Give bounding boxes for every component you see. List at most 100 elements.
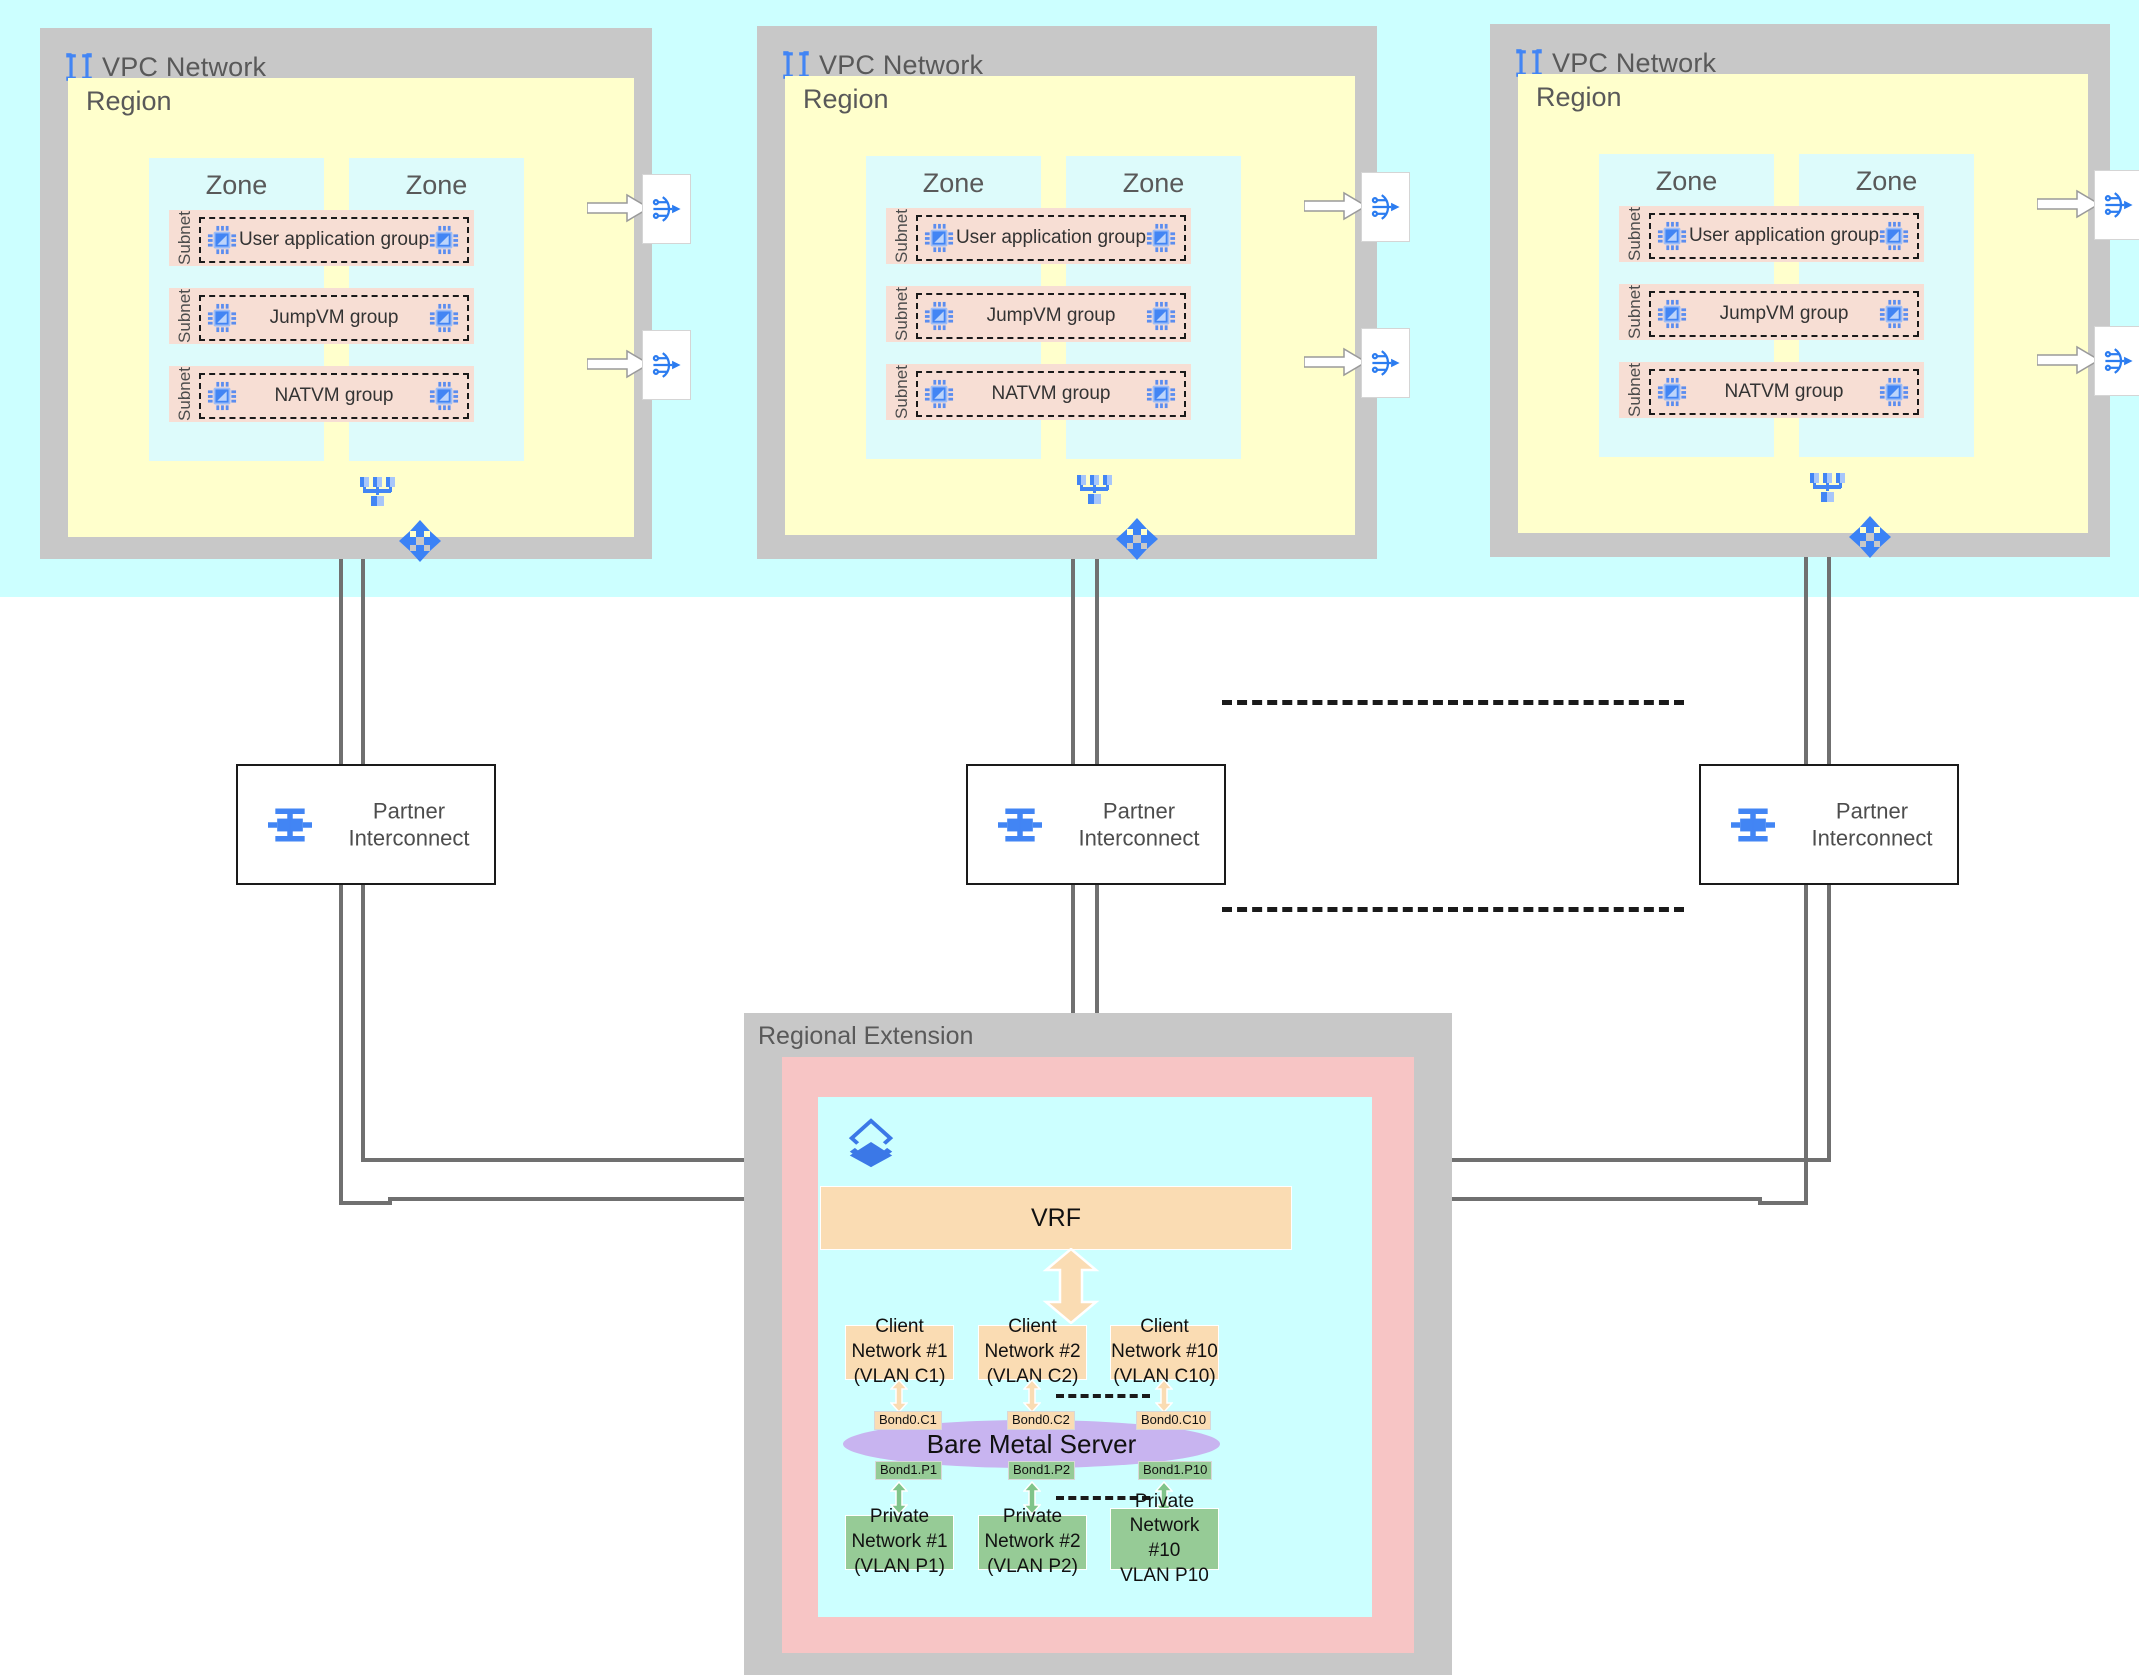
subnet-label: Subnet (1625, 285, 1645, 339)
cloud-gateway-card[interactable] (2094, 170, 2139, 240)
private-network-1[interactable]: Private Network #1 (VLAN P1) (845, 1506, 954, 1577)
vm-group-label: NATVM group (1724, 381, 1844, 402)
client-network-title: Client Network #10 (1111, 1316, 1218, 1363)
vm-chip-icon (1146, 379, 1176, 409)
subnet-jumpvm[interactable]: Subnet JumpVM group (169, 288, 474, 344)
subnet-to-gateway-arrow (587, 193, 651, 223)
bond-label-bond1-p1: Bond1.P1 (875, 1461, 943, 1480)
private-network-title: Private Network #2 (984, 1506, 1081, 1553)
partner-interconnect-3[interactable]: Partner Interconnect (1699, 764, 1959, 885)
private-ellipsis-dashes (1056, 1496, 1150, 1500)
cloud-router-gateway-icon (2104, 192, 2133, 218)
cloud-gateway-card[interactable] (2094, 326, 2139, 396)
vm-chip-icon (1657, 299, 1687, 329)
vm-chip-icon (1146, 301, 1176, 331)
vpc-network-3[interactable]: VPC Network Region Zone Zone Subnet User… (1490, 24, 2139, 558)
vm-chip-icon (207, 225, 237, 255)
vm-chip-icon (924, 301, 954, 331)
pi-line-2: Interconnect (348, 825, 470, 851)
router-four-arrow-icon[interactable] (1848, 515, 1892, 559)
client-network-10[interactable]: Client Network #10 (VLAN C10) (1110, 1316, 1219, 1387)
private-bond-arrow-2 (1023, 1481, 1041, 1515)
vm-group-box: User application group (199, 217, 469, 263)
vm-group-box: NATVM group (199, 373, 469, 419)
subnet-user-application[interactable]: Subnet User application group (169, 210, 474, 266)
cloud-router-gateway-icon (652, 196, 681, 222)
vpc-title: VPC Network (819, 50, 984, 80)
region-box: Region Zone Zone Subnet User application… (68, 78, 634, 562)
regional-extension-box[interactable]: Regional Extension VRF Client Netw (744, 1013, 1452, 1675)
cloud-gateway-card[interactable] (1361, 328, 1410, 398)
cloud-router-gateway-icon (652, 352, 681, 378)
partner-interconnect-icon (998, 808, 1042, 841)
ellipsis-dashes-upper (1222, 700, 1684, 705)
partner-interconnect-icon (268, 808, 312, 841)
client-network-1[interactable]: Client Network #1 (VLAN C1) (845, 1316, 954, 1387)
subnet-jumpvm[interactable]: Subnet JumpVM group (886, 286, 1191, 342)
vm-group-label: JumpVM group (1719, 303, 1849, 324)
subnet-natvm[interactable]: Subnet NATVM group (169, 366, 474, 422)
subnet-natvm[interactable]: Subnet NATVM group (1619, 362, 1924, 418)
vm-chip-icon (924, 223, 954, 253)
subnet-label: Subnet (175, 367, 195, 421)
vpc-network-2[interactable]: VPC Network Region Zone Zone Subnet User… (757, 26, 1410, 561)
bond-label-bond1-p2: Bond1.P2 (1008, 1461, 1076, 1480)
private-network-2[interactable]: Private Network #2 (VLAN P2) (978, 1506, 1087, 1577)
vm-chip-icon (924, 379, 954, 409)
subnet-natvm[interactable]: Subnet NATVM group (886, 364, 1191, 420)
subnet-user-application[interactable]: Subnet User application group (886, 208, 1191, 264)
vm-chip-icon (429, 225, 459, 255)
pi-line-2: Interconnect (1078, 825, 1200, 851)
vm-chip-icon (207, 381, 237, 411)
vm-group-box: User application group (916, 215, 1186, 261)
subnet-jumpvm[interactable]: Subnet JumpVM group (1619, 284, 1924, 340)
zone-title: Zone (1855, 166, 1918, 196)
client-ellipsis-dashes (1056, 1394, 1150, 1398)
client-network-vlan: (VLAN C10) (1113, 1365, 1216, 1387)
router-four-arrow-icon[interactable] (398, 519, 442, 563)
client-network-title: Client Network #1 (851, 1316, 948, 1363)
private-network-vlan: (VLAN P1) (854, 1555, 945, 1577)
vm-group-box: NATVM group (916, 371, 1186, 417)
cloud-gateway-card[interactable] (642, 174, 691, 244)
router-four-arrow-icon[interactable] (1115, 517, 1159, 561)
bond-label-bond0-c1: Bond0.C1 (874, 1411, 942, 1430)
region-box: Region Zone Zone Subnet User application… (1518, 74, 2088, 558)
pi-line-2: Interconnect (1811, 825, 1933, 851)
cloud-gateway-card[interactable] (642, 330, 691, 400)
partner-interconnect-2[interactable]: Partner Interconnect (966, 764, 1226, 885)
partner-interconnect-1[interactable]: Partner Interconnect (236, 764, 496, 885)
vm-chip-icon (429, 381, 459, 411)
vm-group-label: NATVM group (991, 383, 1111, 404)
vrf-box[interactable]: VRF (820, 1186, 1292, 1250)
partner-interconnect-label: Partner Interconnect (1064, 797, 1214, 852)
subnet-label: Subnet (175, 289, 195, 343)
client-network-2[interactable]: Client Network #2 (VLAN C2) (978, 1316, 1087, 1387)
region-title: Region (1536, 82, 1622, 112)
client-bond-arrow-2 (1023, 1379, 1041, 1413)
client-network-vlan: (VLAN C1) (853, 1365, 946, 1387)
vm-group-box: NATVM group (1649, 369, 1919, 415)
vm-group-box: JumpVM group (1649, 291, 1919, 337)
subnet-user-application[interactable]: Subnet User application group (1619, 206, 1924, 262)
zone-title: Zone (922, 168, 985, 198)
subnet-to-gateway-arrow (2037, 189, 2101, 219)
vpc-network-1[interactable]: VPC Network Region Zone Zone Subnet User… (40, 28, 691, 562)
vm-chip-icon (1879, 299, 1909, 329)
vm-group-box: JumpVM group (916, 293, 1186, 339)
regional-extension-inner-pink: VRF Client Network #1 (VLAN C1) Client N… (782, 1057, 1414, 1653)
subnet-to-gateway-arrow (2037, 345, 2101, 375)
cloud-router-gateway-icon (1371, 194, 1400, 220)
zone-title: Zone (1122, 168, 1185, 198)
private-network-10[interactable]: Private Network #10 VLAN P10 (1110, 1491, 1219, 1586)
subnet-tree-icon (1810, 473, 1845, 502)
private-network-title: Private Network (1129, 1490, 1200, 1537)
subnet-tree-icon (1077, 475, 1112, 504)
client-bond-arrow-10 (1155, 1379, 1173, 1413)
cloud-gateway-card[interactable] (1361, 172, 1410, 242)
subnet-label: Subnet (1625, 363, 1645, 417)
subnet-to-gateway-arrow (1304, 191, 1368, 221)
vm-chip-icon (1146, 223, 1176, 253)
subnet-tree-icon (360, 477, 395, 506)
